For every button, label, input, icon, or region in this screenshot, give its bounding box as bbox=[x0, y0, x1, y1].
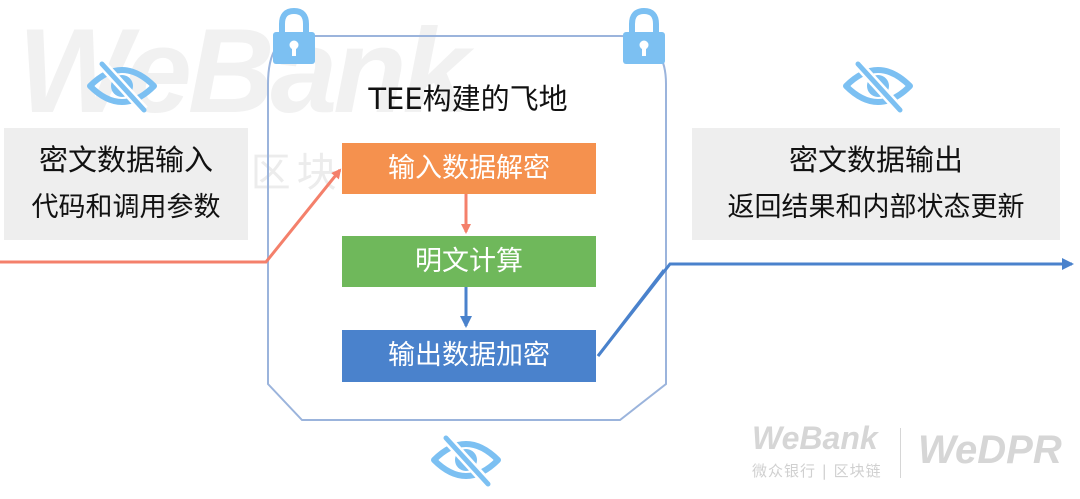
step-decrypt-input: 输入数据解密 bbox=[342, 143, 596, 194]
step-encrypt-output: 输出数据加密 bbox=[342, 330, 596, 382]
watermark-webank-large: WeBank bbox=[18, 4, 469, 138]
enclave-title: TEE构建的飞地 bbox=[368, 82, 568, 116]
step-plaintext-compute: 明文计算 bbox=[342, 236, 596, 287]
output-title: 密文数据输出 bbox=[788, 143, 963, 177]
ciphertext-output-panel: 密文数据输出 返回结果和内部状态更新 bbox=[692, 128, 1060, 240]
brand-webank-logo: WeBank bbox=[752, 420, 878, 456]
input-title: 密文数据输入 bbox=[38, 143, 213, 177]
output-arrow bbox=[596, 258, 1074, 357]
eye-slash-icon bbox=[87, 60, 157, 114]
eye-slash-icon bbox=[843, 60, 913, 114]
input-subtitle: 代码和调用参数 bbox=[31, 192, 221, 223]
lock-icon bbox=[273, 8, 315, 64]
ciphertext-input-panel: 密文数据输入 代码和调用参数 bbox=[4, 128, 248, 240]
brand-divider bbox=[900, 428, 901, 478]
eye-slash-icon bbox=[431, 434, 501, 488]
brand-wedpr-logo: WeDPR bbox=[918, 428, 1062, 472]
lock-icon bbox=[623, 8, 665, 64]
brand-webank-subtitle: 微众银行 | 区块链 bbox=[752, 462, 882, 480]
output-subtitle: 返回结果和内部状态更新 bbox=[727, 192, 1025, 223]
output-arrow-corner-head bbox=[596, 269, 666, 357]
input-arrow bbox=[0, 168, 342, 264]
